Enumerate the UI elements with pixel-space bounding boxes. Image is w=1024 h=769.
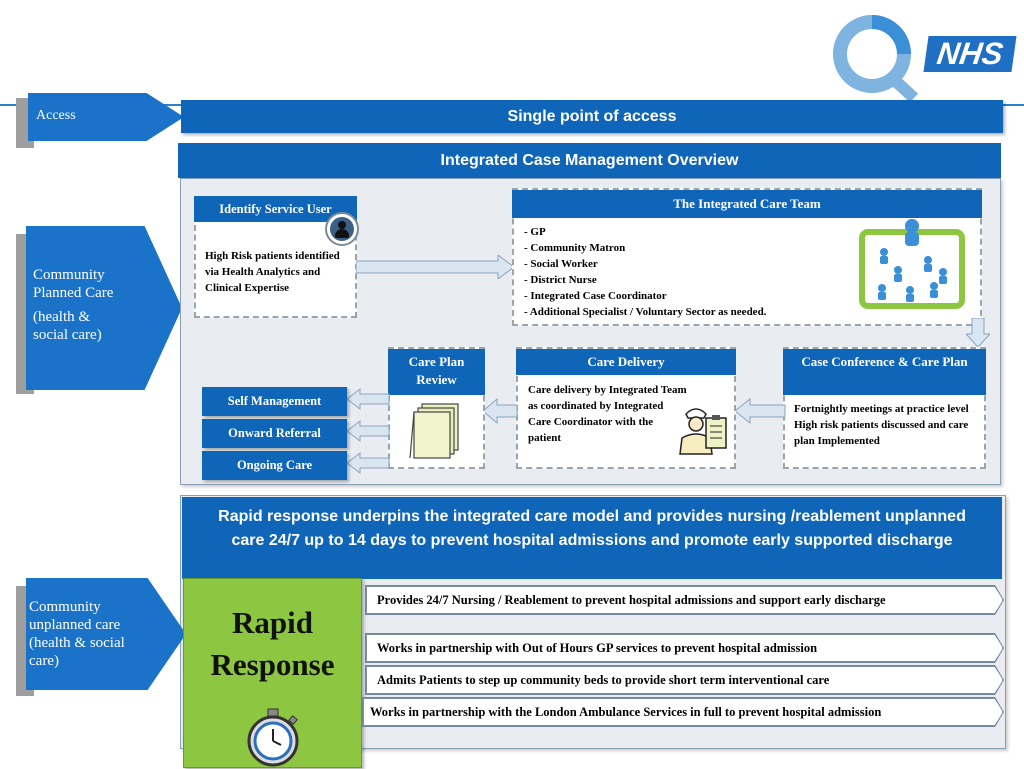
planned-chevron: Community Planned Care (health & social … — [26, 226, 182, 390]
team-member: - Additional Specialist / Voluntary Sect… — [524, 306, 767, 318]
overview-title: Integrated Case Management Overview — [440, 152, 739, 169]
arrow-identify-to-team-icon — [356, 255, 515, 279]
unplanned-chevron-label: Community unplanned care (health & socia… — [29, 599, 125, 669]
single-point-title: Single point of access — [507, 108, 677, 125]
onward-referral-box: Onward Referral — [202, 419, 347, 448]
arrow-team-to-conference-icon — [966, 318, 990, 348]
conference-text: Fortnightly meetings at practice level H… — [794, 403, 969, 447]
planned-chevron-line1: Community Planned Care — [33, 267, 114, 301]
point-4: Works in partnership with the London Amb… — [363, 698, 1003, 726]
identify-text: High Risk patients identified via Health… — [205, 250, 340, 294]
arrow-review-to-self-management-icon — [346, 388, 390, 410]
team-network-icon — [859, 219, 965, 309]
review-title: Care Plan Review — [408, 354, 465, 387]
arrow-delivery-to-review-icon — [482, 398, 518, 424]
conference-header: Case Conference & Care Plan — [783, 349, 986, 395]
access-chevron-label: Access — [36, 108, 76, 123]
logo-q-icon — [833, 15, 919, 102]
team-member: - District Nurse — [524, 274, 597, 286]
point-1: Provides 24/7 Nursing / Reablement to pr… — [366, 586, 1003, 614]
point-4-text: Works in partnership with the London Amb… — [370, 705, 882, 719]
nhs-logo: NHS — [923, 36, 1017, 72]
point-3: Admits Patients to step up community bed… — [366, 666, 1003, 694]
nhs-logo-text: NHS — [934, 36, 1006, 71]
team-header: The Integrated Care Team — [512, 190, 982, 218]
arrow-review-to-onward-referral-icon — [346, 420, 390, 442]
delivery-title: Care Delivery — [587, 354, 665, 369]
access-chevron: Access — [28, 93, 184, 141]
team-members: - GP - Community Matron - Social Worker … — [524, 224, 854, 320]
team-member: - Social Worker — [524, 258, 598, 270]
user-avatar-icon — [325, 212, 359, 246]
review-header: Care Plan Review — [388, 349, 485, 395]
point-3-text: Admits Patients to step up community bed… — [377, 673, 830, 687]
planned-chevron-line2: (health & social care) — [33, 309, 102, 343]
overview-title-bar: Integrated Case Management Overview — [178, 143, 1001, 178]
conference-title: Case Conference & Care Plan — [801, 354, 968, 369]
team-title: The Integrated Care Team — [673, 196, 821, 211]
delivery-text: Care delivery by Integrated Team as coor… — [528, 384, 687, 444]
nurse-clipboard-icon — [679, 408, 727, 455]
team-member: - Community Matron — [524, 242, 626, 254]
team-member: - Integrated Case Coordinator — [524, 290, 667, 302]
onward-referral-label: Onward Referral — [228, 426, 321, 440]
unplanned-chevron: Community unplanned care (health & socia… — [26, 578, 186, 690]
documents-stack-icon — [409, 403, 459, 459]
point-2: Works in partnership with Out of Hours G… — [366, 634, 1003, 662]
arrow-conference-to-delivery-icon — [734, 398, 786, 424]
rapid-tile-line1: Rapid — [232, 605, 313, 640]
point-1-text: Provides 24/7 Nursing / Reablement to pr… — [377, 593, 886, 607]
team-member: - GP — [524, 226, 546, 238]
ongoing-care-box: Ongoing Care — [202, 451, 347, 480]
stopwatch-icon — [247, 708, 299, 767]
self-management-label: Self Management — [227, 394, 322, 408]
rapid-banner-text: Rapid response underpins the integrated … — [218, 508, 966, 549]
self-management-box: Self Management — [202, 387, 347, 416]
rapid-response-tile: Rapid Response — [183, 578, 362, 768]
delivery-header: Care Delivery — [516, 349, 736, 375]
point-2-text: Works in partnership with Out of Hours G… — [377, 641, 818, 655]
ongoing-care-label: Ongoing Care — [236, 458, 313, 472]
arrow-review-to-ongoing-care-icon — [346, 452, 390, 474]
rapid-banner: Rapid response underpins the integrated … — [182, 497, 1002, 579]
rapid-tile-line2: Response — [210, 647, 335, 682]
identify-title: Identify Service User — [219, 202, 332, 216]
single-point-bar: Single point of access — [181, 100, 1003, 133]
